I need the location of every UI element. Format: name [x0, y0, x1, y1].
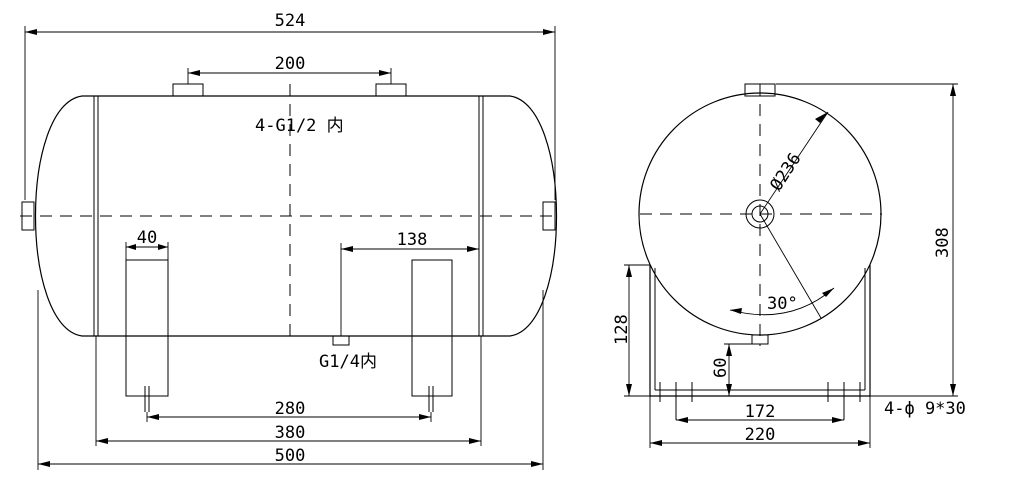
- dimension-port-spacing: 200: [187, 54, 392, 84]
- svg-text:380: 380: [275, 423, 306, 443]
- top-port-left: [172, 83, 204, 97]
- dimension-saddle-height: 128: [612, 264, 650, 397]
- dimension-body-length: 500: [37, 290, 544, 470]
- svg-text:128: 128: [612, 314, 632, 345]
- dimension-foot-width: 40: [125, 228, 169, 260]
- dimension-drain-offset: 138: [340, 230, 480, 336]
- side-view: Ø236 30° 308 128: [612, 83, 966, 448]
- svg-text:138: 138: [397, 230, 428, 250]
- svg-text:220: 220: [745, 425, 776, 445]
- side-bottom-drain: [751, 334, 769, 345]
- dimension-overall-height: 308: [776, 83, 958, 397]
- svg-text:500: 500: [275, 446, 306, 466]
- svg-text:60: 60: [711, 358, 731, 378]
- drain-port: [332, 335, 350, 346]
- svg-text:40: 40: [137, 228, 157, 248]
- dimension-drain-height: 60: [711, 343, 752, 396]
- bolt-holes-note: 4-ф 9*30: [884, 399, 966, 419]
- svg-text:172: 172: [745, 402, 776, 422]
- bolt-hole-marks: [659, 382, 861, 420]
- top-port-right: [375, 83, 407, 97]
- dimension-bolt-spacing: 172: [676, 402, 844, 423]
- drain-note: G1/4内: [319, 352, 377, 372]
- svg-text:200: 200: [275, 54, 306, 74]
- tank-body: [35, 95, 557, 337]
- dimension-base-width: 220: [649, 396, 871, 448]
- dimension-foot-spacing: 280: [146, 399, 432, 422]
- saddle-support: [649, 265, 871, 397]
- front-view: 524 200 4-G1/2 内 40 138: [20, 11, 560, 470]
- top-ports-note: 4-G1/2 内: [255, 116, 344, 136]
- support-foot-left: [125, 259, 169, 412]
- svg-text:524: 524: [275, 11, 306, 31]
- dimension-shell-length: 380: [95, 336, 482, 446]
- svg-text:308: 308: [933, 227, 953, 258]
- svg-text:30°: 30°: [767, 294, 798, 314]
- svg-text:280: 280: [275, 399, 306, 419]
- svg-text:Ø236: Ø236: [766, 149, 805, 194]
- dimension-overall-length: 524: [24, 11, 556, 200]
- dimension-diameter: Ø236: [759, 111, 829, 215]
- support-foot-right: [411, 259, 453, 412]
- dimension-angle: 30°: [729, 213, 835, 319]
